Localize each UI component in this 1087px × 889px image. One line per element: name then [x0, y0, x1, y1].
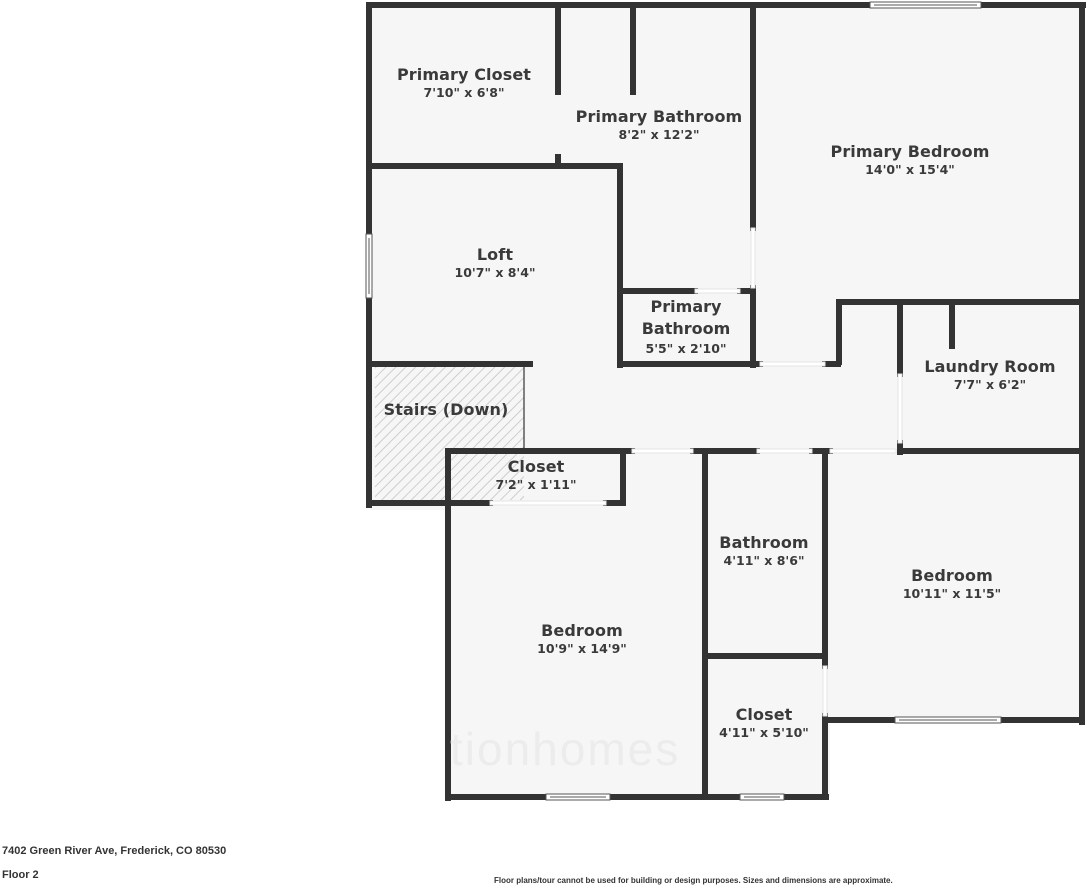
room-name: Primary Bathroom	[575, 107, 743, 126]
room-name: Closet	[507, 457, 565, 476]
room-primary-bathroom-small[interactable]: Primary Bathroom 5'5" x 2'10"	[642, 296, 731, 356]
room-dimensions: 7'7" x 6'2"	[953, 377, 1027, 393]
room-dimensions: 10'7" x 8'4"	[454, 265, 536, 281]
room-name: Bathroom	[719, 533, 809, 552]
room-closet-hall[interactable]: Closet 7'2" x 1'11"	[496, 457, 577, 492]
windows	[365, 1, 1002, 801]
room-name: Stairs (Down)	[383, 400, 509, 419]
room-name-line1: Primary	[650, 297, 722, 316]
room-name-line2: Bathroom	[641, 319, 731, 338]
room-dimensions: 10'9" x 14'9"	[537, 641, 627, 657]
disclaimer: Floor plans/tour cannot be used for buil…	[494, 876, 893, 885]
room-name: Laundry Room	[924, 357, 1056, 376]
room-dimensions: 4'11" x 5'10"	[719, 725, 809, 741]
room-dimensions: 5'5" x 2'10"	[645, 341, 727, 356]
room-stairs[interactable]: Stairs (Down)	[384, 400, 509, 419]
room-name: Closet	[735, 705, 793, 724]
room-primary-closet[interactable]: Primary Closet 7'10" x 6'8"	[397, 65, 531, 100]
door-openings	[489, 227, 903, 717]
room-dimensions: 7'2" x 1'11"	[495, 477, 577, 493]
room-name: Primary Bedroom	[830, 142, 990, 161]
floor-label: Floor 2	[2, 869, 39, 881]
room-primary-bedroom[interactable]: Primary Bedroom 14'0" x 15'4"	[830, 142, 989, 177]
room-bathroom[interactable]: Bathroom 4'11" x 8'6"	[719, 533, 808, 568]
room-bedroom-2[interactable]: Bedroom 10'11" x 11'5"	[903, 566, 1001, 601]
room-bedroom-1[interactable]: Bedroom 10'9" x 14'9"	[537, 621, 627, 656]
room-dimensions: 14'0" x 15'4"	[865, 162, 955, 178]
room-dimensions: 4'11" x 8'6"	[723, 553, 805, 569]
room-loft[interactable]: Loft 10'7" x 8'4"	[455, 245, 536, 280]
room-dimensions: 10'11" x 11'5"	[902, 586, 1002, 602]
floor-fills	[370, 5, 1083, 798]
room-closet-small[interactable]: Closet 4'11" x 5'10"	[719, 705, 809, 740]
room-name: Loft	[476, 245, 514, 264]
room-laundry[interactable]: Laundry Room 7'7" x 6'2"	[924, 357, 1055, 392]
room-primary-bathroom[interactable]: Primary Bathroom 8'2" x 12'2"	[576, 107, 743, 142]
room-name: Primary Closet	[396, 65, 532, 84]
walls	[366, 2, 1086, 801]
room-name: Bedroom	[911, 566, 993, 585]
room-name: Bedroom	[541, 621, 623, 640]
property-address: 7402 Green River Ave, Frederick, CO 8053…	[2, 845, 227, 857]
room-dimensions: 7'10" x 6'8"	[423, 85, 505, 101]
room-dimensions: 8'2" x 12'2"	[618, 127, 700, 143]
watermark: tionhomes	[450, 723, 681, 775]
